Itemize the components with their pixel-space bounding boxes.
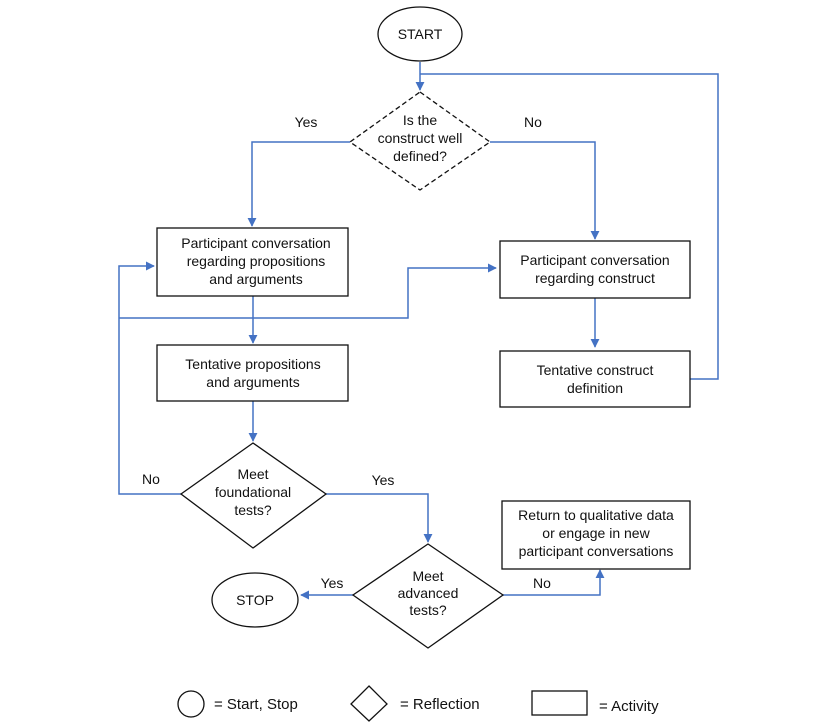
return-qualitative-box [501, 500, 691, 570]
construct-decision-line-3: defined? [393, 148, 447, 164]
start-label: START [398, 26, 443, 42]
tentative-construct-line-2: definition [567, 380, 623, 396]
tentative-propositions-line-1: Tentative propositions [185, 356, 320, 372]
conv-construct-line-1: Participant conversation [520, 252, 669, 268]
advanced-no-label: No [533, 575, 551, 591]
conv-propositions-box [156, 227, 349, 297]
legend-reflection-label: = Reflection [400, 696, 480, 713]
stop-label: STOP [236, 592, 274, 608]
conv-construct-box [499, 240, 691, 299]
construct-decision-diamond [348, 91, 492, 191]
defined-no-label: No [524, 114, 542, 130]
legend-oval-icon [177, 690, 205, 718]
advanced-line-1: Meet [412, 568, 443, 584]
conv-propositions-line-2: regarding propositions [187, 253, 326, 269]
advanced-line-2: advanced [398, 585, 459, 601]
foundational-line-1: Meet [237, 466, 268, 482]
connector-defined-no [490, 141, 600, 240]
shapes [156, 6, 691, 649]
legend-diamond-icon [350, 685, 388, 722]
tentative-propositions-line-2: and arguments [206, 374, 299, 390]
return-qualitative-line-2: or engage in new [542, 525, 650, 541]
defined-yes-label: Yes [295, 114, 318, 130]
node-labels: START Is the construct well defined? Par… [181, 26, 674, 618]
advanced-line-3: tests? [409, 602, 447, 618]
connectors [118, 62, 719, 600]
connector-loop-to-construct [119, 263, 497, 319]
connector-advanced-no [503, 569, 605, 596]
conv-propositions-line-1: Participant conversation [181, 235, 330, 251]
legend-start-stop-label: = Start, Stop [214, 696, 298, 713]
foundational-decision-diamond [179, 442, 328, 549]
legend-activity-label: = Activity [599, 698, 659, 715]
legend-rectangle-icon [531, 690, 588, 716]
connector-definition-loop-back [420, 73, 719, 380]
connector-defined-yes [247, 141, 350, 227]
start-oval [377, 6, 463, 62]
return-qualitative-line-3: participant conversations [519, 543, 674, 559]
connector-foundational-yes [326, 493, 433, 543]
foundational-yes-label: Yes [372, 472, 395, 488]
foundational-no-label: No [142, 471, 160, 487]
return-qualitative-line-1: Return to qualitative data [518, 507, 674, 523]
construct-decision-line-2: construct well [378, 130, 463, 146]
connector-foundational-no [118, 261, 181, 495]
tentative-construct-box [499, 350, 691, 408]
tentative-propositions-box [156, 344, 349, 402]
conv-propositions-line-3: and arguments [209, 271, 302, 287]
stop-oval [211, 572, 299, 628]
advanced-yes-label: Yes [321, 575, 344, 591]
advanced-decision-diamond [351, 543, 505, 649]
legend: = Start, Stop = Reflection = Activity [177, 685, 659, 722]
foundational-line-2: foundational [215, 484, 291, 500]
conv-construct-line-2: regarding construct [535, 270, 655, 286]
construct-decision-line-1: Is the [403, 112, 437, 128]
edge-labels: Yes No No Yes Yes No [142, 114, 551, 591]
foundational-line-3: tests? [234, 502, 272, 518]
tentative-construct-line-1: Tentative construct [537, 362, 654, 378]
